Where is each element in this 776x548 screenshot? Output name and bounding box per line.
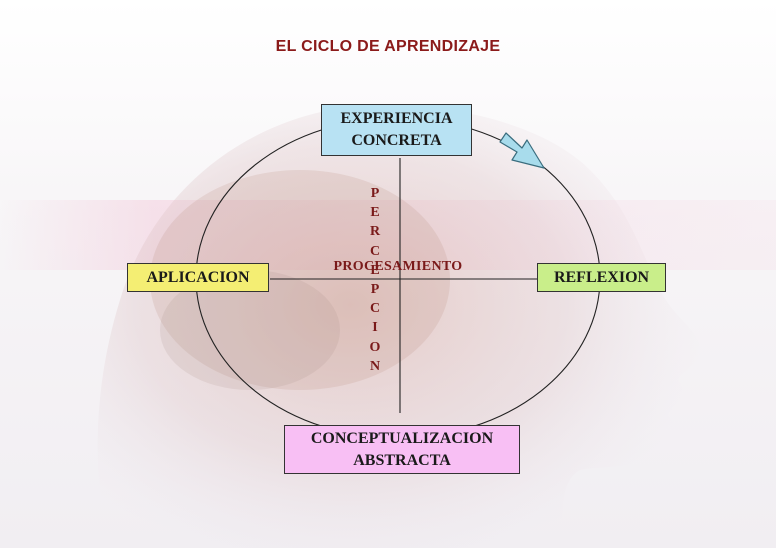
experiencia-concreta-line1: EXPERIENCIA	[340, 110, 453, 127]
reflexion-label: REFLEXION	[553, 268, 650, 286]
percepcion-letter: R	[369, 224, 381, 240]
cycle-direction-arrow-icon	[499, 132, 545, 169]
percepcion-letter: E	[370, 205, 380, 221]
conceptualizacion-abstracta-box: CONCEPTUALIZACION ABSTRACTA	[284, 425, 520, 474]
aplicacion-label: APLICACION	[146, 268, 250, 286]
percepcion-letter: P	[370, 281, 380, 297]
experiencia-concreta-line2: CONCRETA	[351, 132, 442, 149]
experiencia-concreta-box: EXPERIENCIA CONCRETA	[321, 104, 472, 156]
percepcion-letter: I	[372, 320, 378, 336]
percepcion-letter: O	[369, 339, 381, 355]
percepcion-letter: N	[369, 358, 381, 374]
percepcion-letter: E	[370, 262, 380, 278]
percepcion-letter: C	[369, 301, 381, 317]
diagram-title: EL CICLO DE APRENDIZAJE	[275, 38, 501, 55]
reflexion-box: REFLEXION	[537, 263, 666, 292]
aplicacion-box: APLICACION	[127, 263, 269, 292]
percepcion-letter: P	[370, 186, 380, 201]
conceptualizacion-abstracta-line2: ABSTRACTA	[353, 451, 451, 469]
conceptualizacion-abstracta-line1: CONCEPTUALIZACION	[310, 429, 494, 447]
procesamiento-axis-label: PROCESAMIENTO	[333, 259, 463, 274]
percepcion-letter: C	[369, 243, 381, 259]
